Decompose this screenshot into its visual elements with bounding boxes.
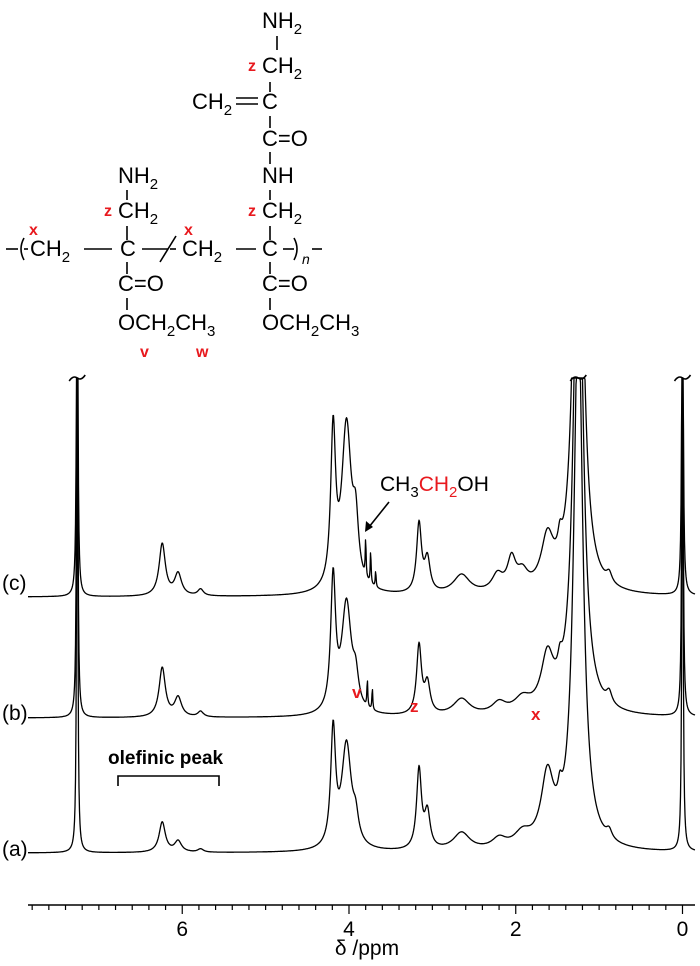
right-main-c: C bbox=[262, 236, 278, 261]
right-x-label: x bbox=[184, 222, 193, 239]
x-tick-label: 4 bbox=[343, 918, 355, 941]
olefinic-label: olefinic peak bbox=[108, 748, 224, 769]
break-mark-1 bbox=[569, 374, 587, 382]
right-ester: OCH2CH3 bbox=[262, 310, 359, 340]
chain-bracket-right bbox=[293, 237, 298, 261]
left-main-ch2: CH2 bbox=[30, 236, 70, 266]
top-z-label: z bbox=[248, 58, 256, 75]
top-ch2: CH2 bbox=[262, 53, 302, 83]
left-nh2: NH2 bbox=[118, 163, 158, 193]
ethanol-arrow-head bbox=[365, 521, 373, 532]
spectrum-trace-c bbox=[27, 377, 696, 598]
break-mark-0 bbox=[68, 374, 86, 382]
annotation-v: v bbox=[352, 683, 362, 702]
top-nh: NH bbox=[262, 163, 294, 188]
x-tick-label: 6 bbox=[176, 918, 188, 941]
x-axis: 6 4 2 0 bbox=[28, 904, 695, 941]
olefinic-bracket bbox=[117, 775, 220, 786]
x-axis-label: δ /ppm bbox=[335, 937, 399, 960]
top-carbonyl: C=O bbox=[262, 126, 308, 151]
left-ester: OCH2CH3 bbox=[118, 310, 215, 340]
trace-label-c: (c) bbox=[2, 572, 27, 595]
annotation-x: x bbox=[531, 705, 541, 724]
chemical-structure: NH2 z CH2 CH2 C C=O NH NH2 z CH2 z CH2 x… bbox=[6, 8, 359, 361]
subscript-n: n bbox=[302, 251, 310, 267]
v-label: v bbox=[140, 344, 149, 361]
spectrum-trace-a bbox=[27, 377, 696, 854]
trace-label-a: (a) bbox=[2, 838, 28, 861]
top-nh2: NH2 bbox=[262, 8, 302, 38]
right-ch2: CH2 bbox=[262, 198, 302, 228]
right-z-label: z bbox=[248, 203, 256, 220]
right-main-ch2: CH2 bbox=[182, 236, 222, 266]
top-vinyl-c: C bbox=[262, 89, 278, 114]
left-x-label: x bbox=[29, 222, 38, 239]
ethanol-arrow bbox=[368, 501, 390, 528]
annotation-z: z bbox=[410, 697, 419, 716]
left-z-label: z bbox=[104, 203, 112, 220]
copolymer-slash bbox=[159, 235, 177, 263]
trace-label-b: (b) bbox=[2, 702, 28, 725]
w-label: w bbox=[195, 344, 209, 361]
chain-bracket-left bbox=[20, 237, 25, 261]
spectra-area bbox=[27, 377, 696, 854]
spectrum-trace-b bbox=[27, 377, 696, 719]
right-carbonyl: C=O bbox=[262, 271, 308, 296]
x-tick-label: 2 bbox=[510, 918, 522, 941]
left-carbonyl: C=O bbox=[118, 271, 164, 296]
break-mark-2 bbox=[673, 374, 692, 382]
peak-break-marks bbox=[68, 374, 692, 382]
left-main-c: C bbox=[120, 236, 136, 261]
ethanol-label: CH3CH2OH bbox=[380, 473, 489, 501]
x-tick-label: 0 bbox=[677, 918, 689, 941]
left-ch2: CH2 bbox=[118, 198, 158, 228]
top-vinyl-ch2: CH2 bbox=[192, 89, 232, 119]
